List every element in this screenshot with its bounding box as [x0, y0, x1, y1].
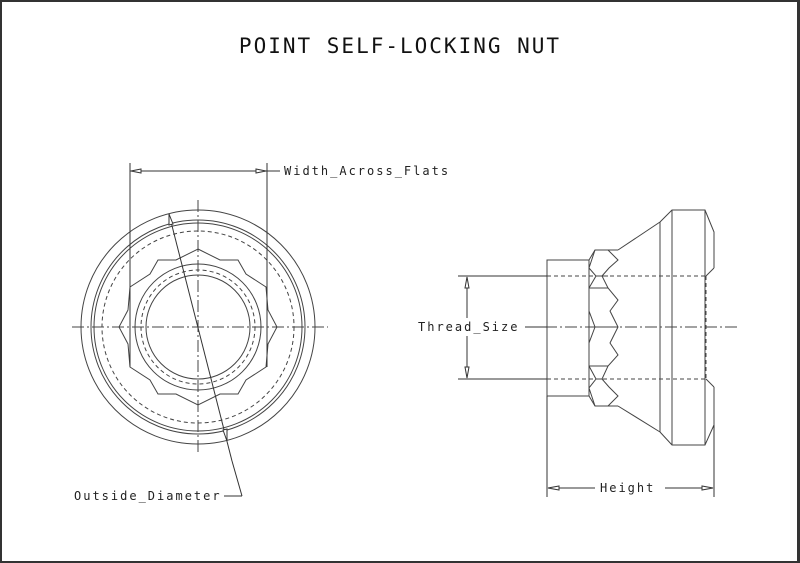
outside-diameter-label: Outside_Diameter	[74, 489, 222, 503]
flange-top-profile	[659, 209, 715, 268]
hidden-circle	[101, 230, 295, 424]
waf-arrow-right	[255, 168, 267, 174]
od-leader	[231, 460, 243, 497]
thread-circle-outer	[134, 263, 262, 391]
cone-bottom-edge	[617, 405, 661, 433]
thread-arrow-top	[464, 276, 470, 289]
width-across-flats-label: Width_Across_Flats	[284, 164, 451, 178]
od-arrow-top	[168, 213, 174, 226]
flange-bottom-profile	[659, 387, 715, 446]
end-view	[72, 163, 328, 497]
counterbore-top-chamfer	[705, 267, 715, 277]
thread-arrow-bottom	[464, 366, 470, 379]
thread-circle-hidden	[140, 269, 256, 385]
counterbore-bottom-chamfer	[705, 378, 715, 388]
flange-circle-inner	[93, 222, 303, 432]
bore-circle	[145, 274, 251, 380]
od-arrow-bottom	[222, 428, 228, 442]
od-dimension-line	[168, 213, 233, 462]
waf-arrow-left	[130, 168, 142, 174]
outside-diameter-circle	[80, 209, 316, 445]
serration-teeth-inner	[588, 249, 597, 407]
side-view	[458, 209, 740, 497]
height-arrow-right	[701, 485, 714, 491]
height-arrow-left	[547, 485, 560, 491]
height-label: Height	[600, 481, 656, 495]
drawing-title: POINT SELF-LOCKING NUT	[238, 34, 562, 58]
cone-top-edge	[617, 221, 661, 251]
flange-circle-outer	[90, 219, 306, 435]
collar-body	[546, 259, 590, 397]
thread-size-label: Thread_Size	[418, 320, 520, 334]
serration-teeth	[601, 249, 619, 407]
